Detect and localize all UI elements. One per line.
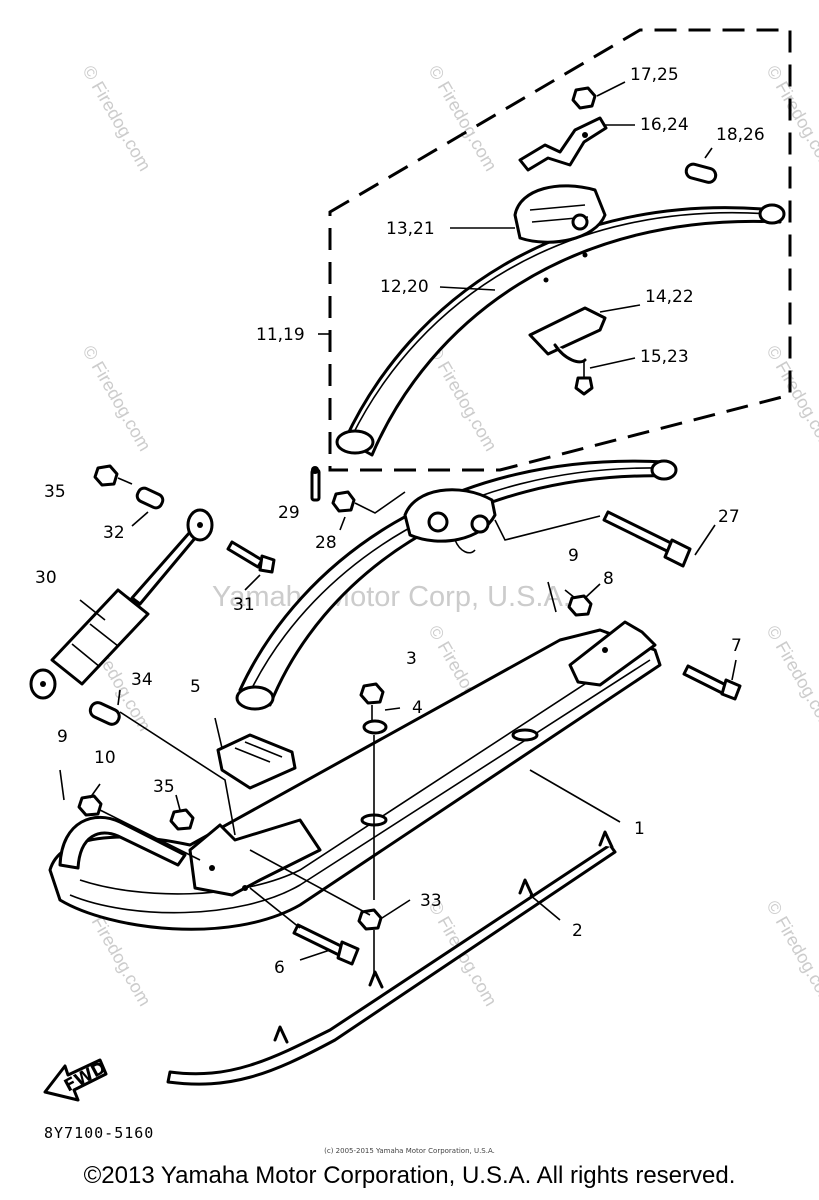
callout-14-22: 14,22 [645,287,694,307]
callout-9-lower: 9 [57,727,68,747]
bolt-27 [602,510,692,568]
nut-35-lower [169,808,195,831]
nut-10 [77,794,103,817]
callout-12-20: 12,20 [380,277,429,297]
callouts: 17,25 16,24 18,26 13,21 12,20 14,22 11,1… [35,65,765,978]
callout-5: 5 [190,677,201,697]
callout-10: 10 [94,748,116,768]
nut-3 [359,682,385,705]
callout-15-23: 15,23 [640,347,689,367]
callout-8: 8 [603,569,614,589]
upper-leaf-spring [335,203,786,457]
spring-clip [518,116,608,172]
callout-2: 2 [572,921,583,941]
fwd-arrow: FWD [43,1058,110,1102]
wear-pad [216,733,297,790]
callout-9-upper: 9 [568,546,579,566]
cotter-pin-lower [59,769,65,801]
nut-33 [357,908,383,931]
callout-6: 6 [274,958,285,978]
callout-17-25: 17,25 [630,65,679,85]
callout-31: 31 [233,595,255,615]
callout-11-19: 11,19 [256,325,305,345]
site-watermark: © Firedog.com [425,342,501,454]
callout-33: 33 [420,891,442,911]
nut-8 [567,594,593,617]
sleeve-18-26 [684,162,718,184]
callout-13-21: 13,21 [386,219,435,239]
site-watermark: © Firedog.com [763,622,819,734]
upper-bracket [513,184,607,244]
lower-spring-bracket [403,488,497,554]
nut-28 [331,490,356,513]
callout-35-upper: 35 [44,482,66,502]
diagram-code: 8Y7100-5160 [44,1124,155,1142]
callout-29: 29 [278,503,300,523]
ski-spindle-bracket [188,818,322,897]
site-watermark: © Firedog.com [763,342,819,454]
nut-17-25 [571,86,597,110]
site-watermark: © Firedog.com [79,342,155,454]
callout-1: 1 [634,819,645,839]
ski-loop [58,815,187,870]
callout-18-26: 18,26 [716,125,765,145]
site-watermark: © Firedog.com [763,897,819,1009]
callout-34: 34 [131,670,153,690]
leader-lines [79,81,737,975]
callout-4: 4 [412,698,423,718]
bolt-31 [226,540,276,574]
pin-29 [310,466,321,502]
callout-3: 3 [406,649,417,669]
callout-30: 30 [35,568,57,588]
callout-32: 32 [103,523,125,543]
tiny-copyright-notice: (c) 2005-2015 Yamaha Motor Corporation, … [324,1147,495,1155]
bolt-15-23 [574,360,594,396]
copyright-footer: ©2013 Yamaha Motor Corporation, U.S.A. A… [83,1162,736,1189]
fwd-label: FWD [61,1058,110,1097]
collar-34 [88,701,121,726]
callout-35-lower: 35 [153,777,175,797]
callout-7: 7 [731,636,742,656]
bolt-6 [292,923,360,966]
bolt-7 [682,664,742,701]
ski-front-bracket [568,620,657,687]
callout-16-24: 16,24 [640,115,689,135]
ski-runner [166,830,617,1086]
kit-boundary [328,28,792,472]
site-watermark: © Firedog.com [79,62,155,174]
collar-32 [135,486,165,510]
washer-4 [362,719,388,735]
cotter-pin-upper [547,581,557,613]
nut-35-upper [93,464,119,487]
callout-27: 27 [718,507,740,527]
lower-plate [528,306,607,364]
brand-watermark: Yamaha Motor Corp, U.S.A. [212,581,571,613]
callout-28: 28 [315,533,337,553]
